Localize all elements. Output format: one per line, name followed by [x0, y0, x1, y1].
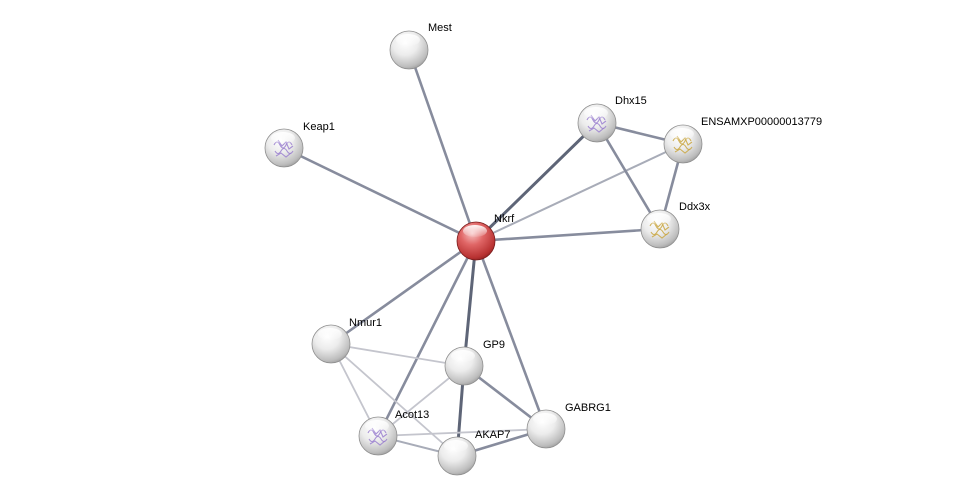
- edge-nkrf-ddx3x: [474, 227, 662, 243]
- node-label-acot13: Acot13: [395, 409, 429, 421]
- node-ddx3x[interactable]: Ddx3x: [640, 201, 711, 249]
- node-highlight: [647, 213, 671, 225]
- node-label-gp9: GP9: [483, 339, 505, 351]
- edge-nkrf-keap1: [282, 146, 478, 243]
- node-label-dhx15: Dhx15: [615, 95, 647, 107]
- node-label-mest: Mest: [428, 22, 452, 34]
- node-highlight: [451, 350, 475, 362]
- node-nmur1[interactable]: Nmur1: [311, 317, 382, 364]
- node-ensamxp00000013779[interactable]: ENSAMXP00000013779: [663, 116, 822, 164]
- edge-nkrf-mest: [407, 48, 478, 243]
- node-label-gabrg1: GABRG1: [565, 402, 611, 414]
- node-highlight: [584, 107, 608, 119]
- node-highlight: [463, 225, 487, 237]
- edge-nkrf-acot13: [376, 239, 478, 438]
- edge-nkrf-gp9: [462, 239, 478, 368]
- edge-nmur1-gp9: [330, 343, 465, 367]
- node-gabrg1[interactable]: GABRG1: [526, 402, 611, 449]
- node-akap7[interactable]: AKAP7: [437, 429, 510, 476]
- edge-nkrf-gabrg1: [474, 239, 548, 431]
- edge-nmur1-akap7: [330, 343, 458, 457]
- edge-nkrf-ensamxp00000013779: [475, 143, 684, 242]
- node-keap1[interactable]: Keap1: [264, 121, 335, 168]
- node-label-nmur1: Nmur1: [349, 317, 382, 329]
- node-label-nkrf: Nkrf: [494, 213, 515, 225]
- node-gp9[interactable]: GP9: [444, 339, 505, 386]
- node-highlight: [318, 328, 342, 340]
- edge-acot13-gabrg1: [377, 428, 547, 437]
- node-highlight: [444, 440, 468, 452]
- node-label-keap1: Keap1: [303, 121, 335, 133]
- node-highlight: [365, 420, 389, 432]
- node-mest[interactable]: Mest: [389, 22, 452, 70]
- edge-nkrf-nmur1: [329, 239, 478, 346]
- edge-dhx15-ddx3x: [595, 121, 662, 231]
- node-label-ensamxp00000013779: ENSAMXP00000013779: [701, 116, 822, 128]
- node-acot13[interactable]: Acot13: [358, 409, 429, 456]
- edge-nkrf-dhx15: [474, 121, 599, 243]
- node-nkrf[interactable]: Nkrf: [456, 213, 515, 261]
- node-highlight: [271, 132, 295, 144]
- node-label-ddx3x: Ddx3x: [679, 201, 711, 213]
- node-label-akap7: AKAP7: [475, 429, 510, 441]
- node-highlight: [533, 413, 557, 425]
- node-highlight: [670, 128, 694, 140]
- node-highlight: [396, 34, 420, 46]
- node-dhx15[interactable]: Dhx15: [577, 95, 647, 143]
